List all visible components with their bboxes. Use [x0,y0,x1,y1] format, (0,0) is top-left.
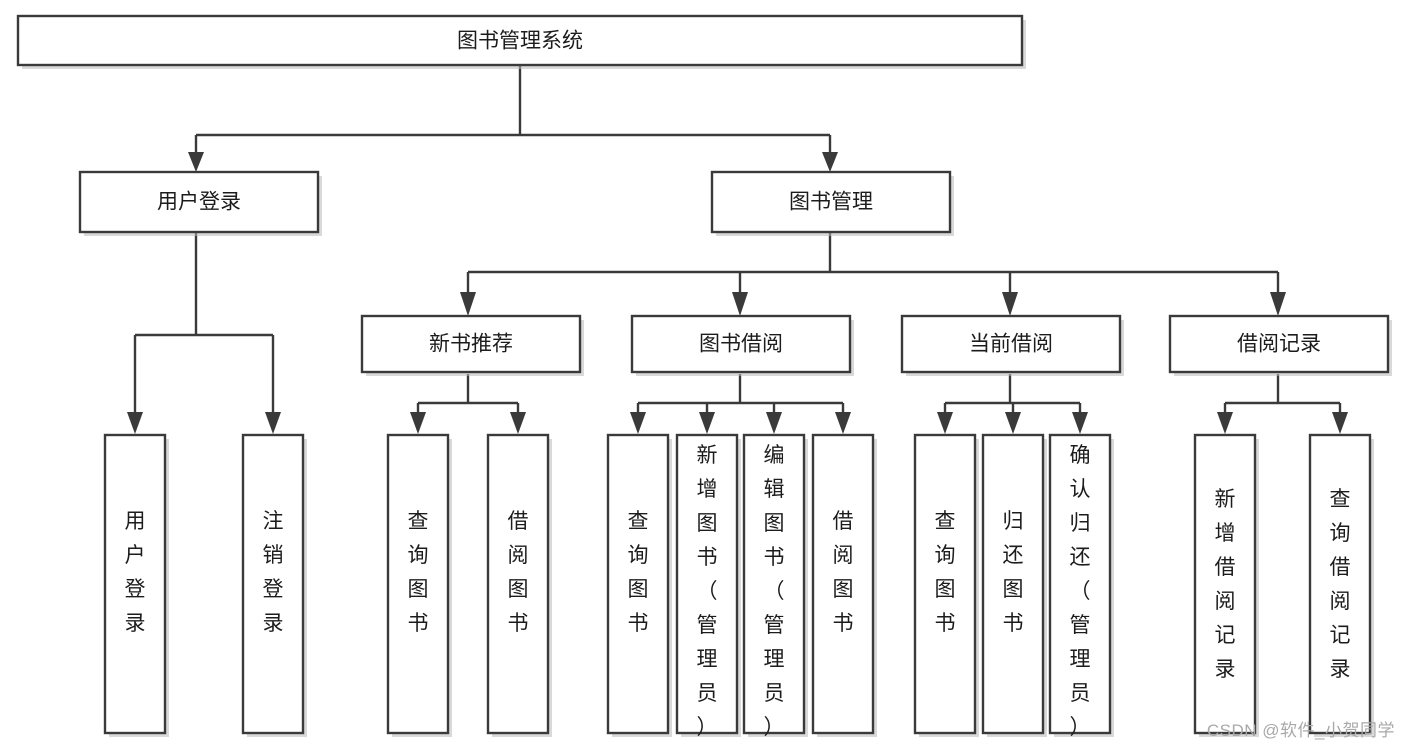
node-leaf-edit-book[interactable]: 编辑图书（管理员） [742,433,808,739]
node-leaf-return-book-label: 归还图书 [1003,510,1024,635]
arrow-current-borrow [1002,292,1018,316]
node-leaf-query-book-3[interactable]: 查询图书 [913,433,979,737]
node-leaf-logout[interactable]: 注销登录 [241,433,307,737]
node-book-borrow[interactable]: 图书借阅 [630,314,854,376]
node-leaf-add-record[interactable]: 新增借阅记录 [1193,433,1259,737]
node-leaf-return-book[interactable]: 归还图书 [981,433,1047,737]
node-current-borrow-label: 当前借阅 [969,333,1053,356]
arrow-leaf-borrow-book-2 [835,412,851,434]
node-book-manage[interactable]: 图书管理 [710,170,954,236]
arrow-leaf-query-book-1 [410,412,426,434]
node-leaf-user-login-label: 用户登录 [125,510,146,635]
node-leaf-add-record-label: 新增借阅记录 [1215,488,1236,681]
node-leaf-add-book-label: 新增图书（管理员） [697,444,718,739]
node-leaf-query-book-2-label: 查询图书 [628,510,649,635]
arrow-book-manage [822,152,838,172]
node-leaf-user-login[interactable]: 用户登录 [103,433,169,737]
arrow-borrow-record [1270,292,1286,316]
node-leaf-borrow-book-1[interactable]: 借阅图书 [486,433,552,737]
node-new-book-rec[interactable]: 新书推荐 [360,314,584,376]
node-borrow-record[interactable]: 借阅记录 [1168,314,1392,376]
node-leaf-edit-book-label: 编辑图书（管理员） [764,444,785,739]
node-leaf-borrow-book-2[interactable]: 借阅图书 [811,433,877,737]
csdn-watermark: CSDN @软件_小贺同学 [1206,721,1395,740]
arrow-leaf-query-record [1332,412,1348,434]
node-leaf-query-book-1[interactable]: 查询图书 [386,433,452,737]
node-root[interactable]: 图书管理系统 [16,14,1026,69]
arrow-leaf-confirm-return [1072,412,1088,434]
node-leaf-query-book-1-label: 查询图书 [408,510,429,635]
node-leaf-borrow-book-1-label: 借阅图书 [508,510,529,635]
node-leaf-confirm-return-label: 确认归还（管理员） [1070,444,1091,739]
node-leaf-borrow-book-2-label: 借阅图书 [833,510,854,635]
arrow-leaf-query-book-3 [937,412,953,434]
node-current-borrow[interactable]: 当前借阅 [900,314,1124,376]
arrow-user-login [188,152,204,172]
arrow-leaf-add-record [1217,412,1233,434]
node-new-book-rec-label: 新书推荐 [429,333,513,356]
node-borrow-record-label: 借阅记录 [1237,333,1321,356]
node-leaf-query-book-2[interactable]: 查询图书 [606,433,672,737]
node-root-label: 图书管理系统 [457,30,583,53]
edge-layer [127,65,1348,434]
arrow-new-book-rec [460,292,476,316]
arrow-leaf-edit-book [766,412,782,434]
arrow-leaf-user-login [127,412,143,434]
arrow-leaf-borrow-book-1 [510,412,526,434]
node-leaf-query-book-3-label: 查询图书 [935,510,956,635]
arrow-leaf-logout [265,412,281,434]
arrow-leaf-return-book [1005,412,1021,434]
node-user-login[interactable]: 用户登录 [78,170,322,236]
arrow-leaf-query-book-2 [630,412,646,434]
node-user-login-label: 用户登录 [157,191,241,214]
node-leaf-query-record-label: 查询借阅记录 [1330,488,1351,681]
arrow-book-borrow [732,292,748,316]
node-book-borrow-label: 图书借阅 [699,333,783,356]
node-leaf-confirm-return[interactable]: 确认归还（管理员） [1048,433,1114,739]
node-book-manage-label: 图书管理 [789,191,873,214]
node-leaf-add-book[interactable]: 新增图书（管理员） [675,433,741,739]
node-leaf-query-record[interactable]: 查询借阅记录 [1308,433,1374,737]
arrow-leaf-add-book [699,412,715,434]
node-leaf-logout-label: 注销登录 [263,510,284,635]
